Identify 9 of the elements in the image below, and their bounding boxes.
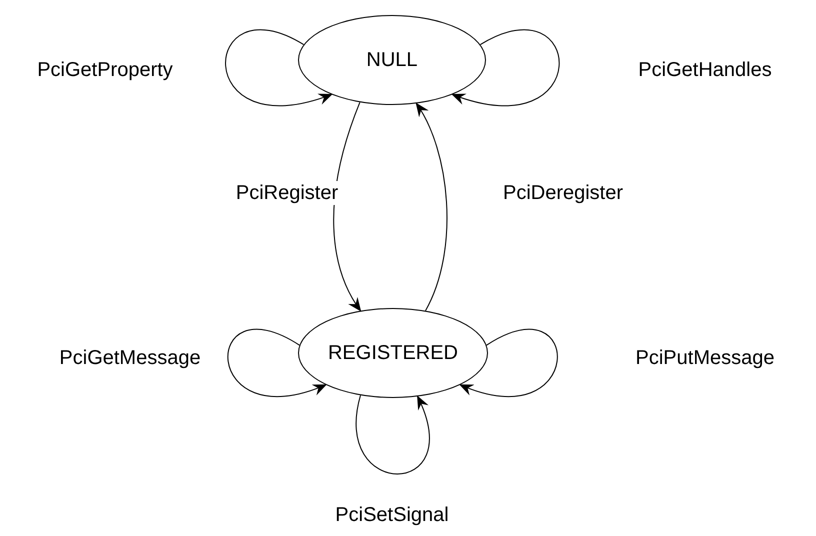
arrow xyxy=(459,328,558,398)
state-name: REGISTERED xyxy=(328,341,458,366)
arrow xyxy=(416,102,448,312)
arrow xyxy=(225,29,333,106)
state-name: NULL xyxy=(366,48,418,73)
arrow xyxy=(451,29,560,106)
arrow xyxy=(333,102,362,312)
arrow xyxy=(228,328,327,398)
arrow xyxy=(356,394,430,474)
